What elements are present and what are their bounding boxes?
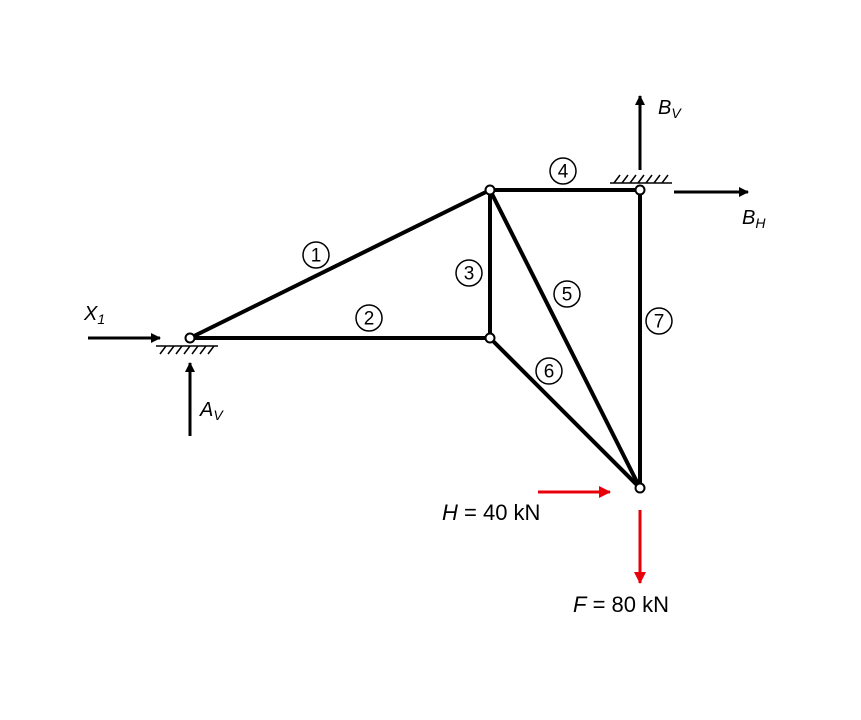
node-top xyxy=(484,184,496,196)
svg-text:3: 3 xyxy=(464,264,475,285)
member-number-5: 5 xyxy=(553,280,581,308)
svg-text:2: 2 xyxy=(364,309,375,330)
member-number-7: 7 xyxy=(645,307,673,335)
node-mid xyxy=(484,332,496,344)
label-x1: X1 xyxy=(83,303,105,327)
label-f-load: F = 80 kN xyxy=(573,592,669,617)
node-b xyxy=(634,184,646,196)
support-a xyxy=(156,345,218,355)
label-bv: BV xyxy=(658,97,682,121)
member-number-3: 3 xyxy=(455,259,483,287)
member-number-1: 1 xyxy=(302,241,330,269)
node-load xyxy=(634,482,646,494)
member-number-4: 4 xyxy=(549,157,577,185)
svg-text:5: 5 xyxy=(562,285,573,306)
svg-text:1: 1 xyxy=(311,246,322,267)
svg-text:4: 4 xyxy=(558,162,569,183)
label-h-load: H = 40 kN xyxy=(442,500,540,525)
svg-text:7: 7 xyxy=(654,312,665,333)
member-number-2: 2 xyxy=(355,304,383,332)
support-b xyxy=(610,174,672,184)
member-number-6: 6 xyxy=(535,357,563,385)
node-a xyxy=(184,332,196,344)
member-1 xyxy=(188,188,492,340)
member-6 xyxy=(488,336,642,490)
label-av: AV xyxy=(199,399,224,423)
member-5 xyxy=(488,188,642,490)
svg-text:6: 6 xyxy=(544,362,555,383)
label-bh: BH xyxy=(742,207,766,231)
